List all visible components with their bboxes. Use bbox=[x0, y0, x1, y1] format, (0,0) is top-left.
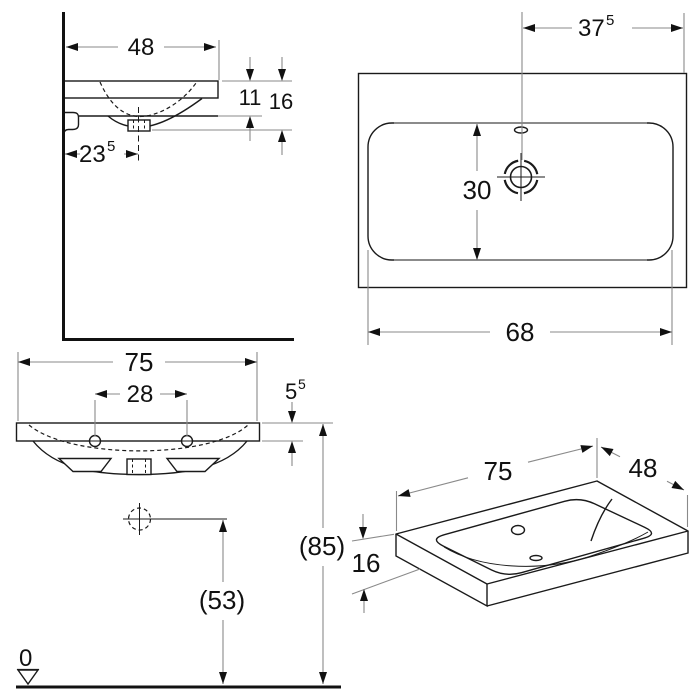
iso-top-face bbox=[395, 480, 689, 585]
dim-front-rim-thickness-sup: 5 bbox=[298, 376, 306, 392]
dim-plan-basin-width: 68 bbox=[368, 317, 672, 347]
plan-extension-lines bbox=[367, 12, 685, 345]
dim-plan-basin-depth-label: 30 bbox=[463, 175, 492, 205]
dim-plan-basin-depth: 30 bbox=[463, 124, 492, 260]
dim-front-rim-thickness: 5 5 bbox=[285, 376, 306, 466]
dim-plan-tap-offset-label: 37 bbox=[578, 15, 605, 42]
dim-front-height-siphon: (53) bbox=[199, 520, 245, 684]
dim-front-width-label: 75 bbox=[125, 347, 154, 377]
dim-front-height-total-label: (85) bbox=[299, 531, 345, 561]
iso-side-faces bbox=[395, 531, 689, 608]
datum-zero-symbol: 0 bbox=[16, 645, 40, 686]
siphon-symbol bbox=[123, 503, 227, 535]
datum-zero-label: 0 bbox=[19, 645, 32, 672]
iso-washbasin bbox=[395, 480, 689, 608]
front-extension-lines bbox=[17, 352, 333, 442]
front-right-rib bbox=[165, 457, 221, 473]
dim-iso-height-label: 16 bbox=[352, 548, 381, 578]
plan-view: 37 5 30 68 bbox=[357, 12, 688, 347]
dim-iso-depth-label: 48 bbox=[629, 453, 658, 483]
dim-plan-tap-offset: 37 5 bbox=[523, 12, 683, 42]
side-washbasin-profile bbox=[62, 80, 219, 163]
front-bowl-hidden-line bbox=[28, 424, 249, 452]
dim-front-height-total: (85) bbox=[299, 424, 345, 684]
overflow-hole-plan bbox=[513, 126, 529, 134]
plan-rim-reference-edges bbox=[394, 122, 647, 261]
iso-overflow-hole bbox=[529, 554, 543, 562]
dim-side-total-height-label: 16 bbox=[269, 89, 293, 114]
dim-plan-tap-offset-sup: 5 bbox=[606, 12, 614, 29]
iso-bowl-inner-line bbox=[443, 531, 649, 567]
dim-side-ledge-height-label: 11 bbox=[239, 85, 262, 110]
iso-basin-rim bbox=[435, 498, 653, 576]
dim-iso-depth: 48 bbox=[600, 446, 685, 491]
front-view: 0 75 28 5 5 bbox=[15, 347, 345, 689]
side-wall-bracket bbox=[63, 111, 80, 135]
dim-side-drain-offset-label: 23 bbox=[79, 141, 106, 168]
dim-plan-basin-width-label: 68 bbox=[506, 317, 535, 347]
front-left-rib bbox=[57, 457, 113, 473]
dim-front-hole-spacing-label: 28 bbox=[127, 381, 154, 408]
iso-tap-hole bbox=[510, 524, 526, 536]
dim-side-ledge-height: 11 bbox=[239, 57, 262, 141]
dim-side-width-label: 48 bbox=[128, 34, 155, 61]
dim-side-width: 48 bbox=[66, 34, 216, 61]
side-bowl-underside bbox=[107, 97, 203, 128]
side-extension-lines bbox=[152, 40, 292, 131]
dim-iso-width-label: 75 bbox=[484, 456, 513, 486]
side-rim-slab bbox=[62, 80, 219, 99]
tap-hole-symbol bbox=[497, 153, 545, 201]
dim-front-rim-thickness-label: 5 bbox=[285, 379, 297, 404]
dim-side-drain-offset-sup: 5 bbox=[107, 138, 115, 155]
dim-side-total-height: 16 bbox=[269, 57, 293, 155]
front-drain-boss bbox=[126, 458, 152, 476]
iso-extension-lines bbox=[351, 438, 689, 595]
dim-front-hole-spacing: 28 bbox=[95, 381, 187, 408]
front-drain-hidden-edges bbox=[132, 459, 146, 475]
iso-bowl-corner-sweep bbox=[590, 498, 613, 542]
front-washbasin-profile bbox=[15, 422, 261, 476]
iso-view: 75 48 16 bbox=[351, 438, 689, 613]
front-rim-slab bbox=[15, 422, 261, 442]
side-view: 48 11 16 23 5 bbox=[62, 12, 294, 341]
dim-iso-width: 75 bbox=[397, 445, 594, 497]
dim-front-width: 75 bbox=[18, 347, 257, 377]
dim-iso-height: 16 bbox=[352, 514, 381, 613]
side-bowl-hidden-line bbox=[99, 81, 197, 118]
dim-side-drain-offset: 23 5 bbox=[65, 138, 138, 168]
side-drain-hidden-edges bbox=[133, 120, 145, 131]
dim-front-height-siphon-label: (53) bbox=[199, 585, 245, 615]
